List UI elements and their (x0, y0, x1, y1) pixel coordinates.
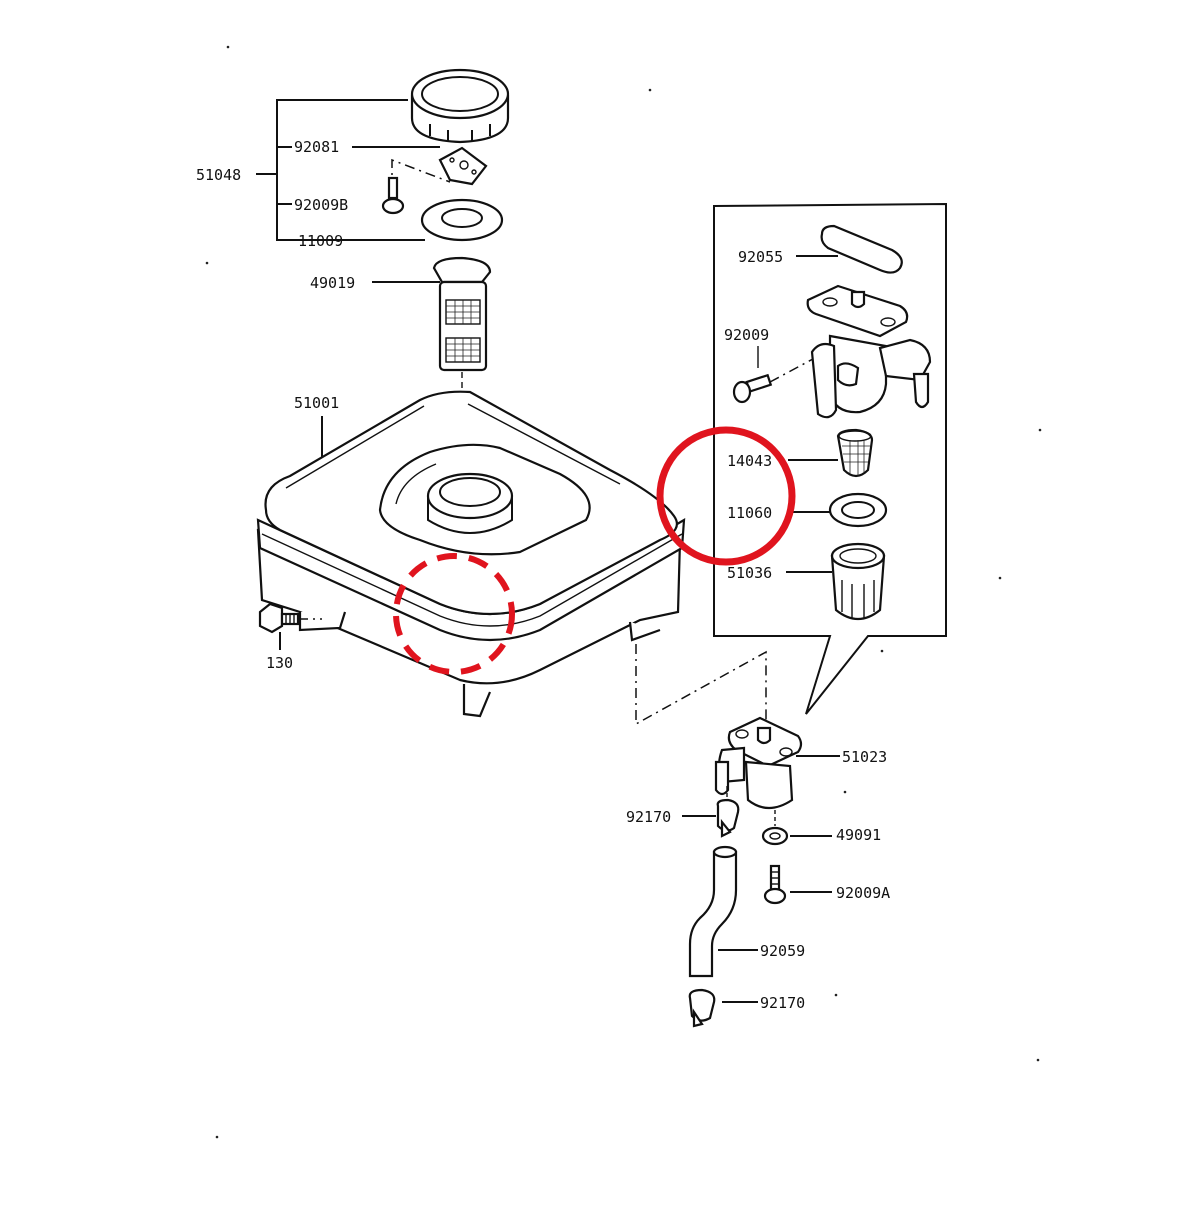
tank-bolt-icon (258, 602, 322, 634)
label-92170-bottom: 92170 (760, 994, 805, 1012)
label-92009b: 92009B (294, 196, 348, 214)
valve-strainer-icon (836, 428, 874, 478)
fuel-cock-detail-icon (806, 284, 932, 419)
sediment-cup-icon (830, 542, 886, 621)
label-92055: 92055 (738, 248, 783, 266)
label-51001: 51001 (294, 394, 339, 412)
label-49019: 49019 (310, 274, 355, 292)
label-11060: 11060 (727, 504, 772, 522)
cap-seal-icon (420, 198, 504, 242)
label-92009a: 92009A (836, 884, 890, 902)
valve-gasket-icon (820, 224, 903, 274)
label-92170-top: 92170 (626, 808, 671, 826)
mount-screw-icon (763, 864, 787, 905)
hose-clamp-bottom-icon (688, 988, 716, 1028)
hose-clamp-icon (716, 786, 740, 838)
fuel-tank-group: 51001 (256, 390, 686, 718)
label-92009: 92009 (724, 326, 769, 344)
scan-specks (205, 45, 1042, 1139)
valve-washer-icon (828, 492, 888, 528)
fuel-cap-icon (410, 68, 510, 144)
strainer-basket-icon (432, 256, 492, 372)
highlight-annotations (393, 426, 796, 675)
cap-screw-icon (381, 158, 451, 215)
small-washer-icon (761, 810, 789, 846)
cap-plate-icon (438, 146, 488, 186)
fuel-tank-icon (256, 390, 686, 718)
label-51036: 51036 (727, 564, 772, 582)
highlight-circle-dashed (393, 553, 515, 675)
label-14043: 14043 (727, 452, 772, 470)
label-92081: 92081 (294, 138, 339, 156)
label-92059: 92059 (760, 942, 805, 960)
highlight-circle-solid (656, 426, 796, 566)
label-51048: 51048 (196, 166, 241, 184)
assembly-leader-line (635, 644, 767, 726)
valve-detail-inset: 92055 92009 14043 (713, 202, 947, 715)
label-51023: 51023 (842, 748, 887, 766)
label-130: 130 (266, 654, 293, 672)
fuel-valve-icon (714, 716, 803, 810)
tank-bolt-group: 130 (258, 602, 322, 672)
fuel-valve-group: 51023 92170 49091 92009A (626, 716, 890, 1028)
label-49091: 49091 (836, 826, 881, 844)
cap-assembly-group: 51048 92081 92009B 11009 (196, 68, 510, 250)
fuel-hose-icon (688, 845, 738, 978)
label-11009: 11009 (298, 232, 343, 250)
